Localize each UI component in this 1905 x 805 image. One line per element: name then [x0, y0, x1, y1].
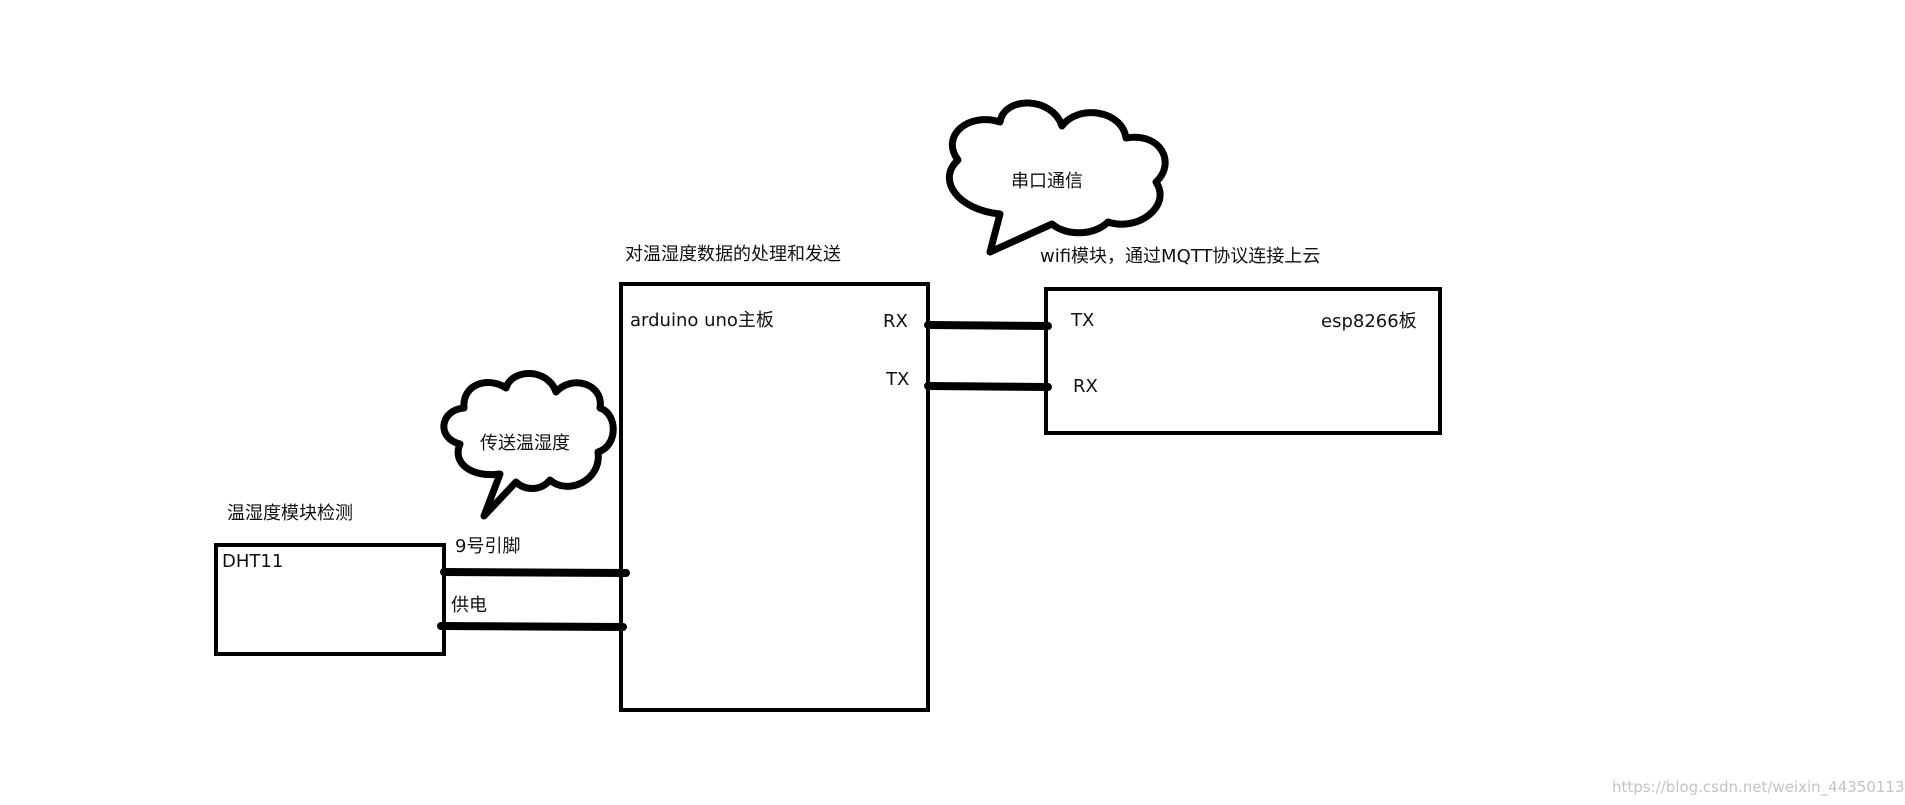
arduino-tx-label: TX: [886, 369, 910, 390]
dht11-name: DHT11: [222, 551, 284, 572]
arduino-rx-label: RX: [883, 311, 908, 332]
wire-power: [437, 622, 627, 631]
dht11-box: [214, 543, 446, 656]
dht11-caption: 温湿度模块检测: [227, 503, 353, 524]
bubble-serial-text: 串口通信: [1011, 171, 1083, 192]
watermark-text: https://blog.csdn.net/weixin_44350113: [1612, 778, 1905, 796]
bubble-transfer: [440, 370, 617, 520]
wire-rx-tx: [924, 321, 1052, 330]
wire-tx-rx: [924, 382, 1052, 391]
bubble-serial: [945, 99, 1169, 256]
power-label: 供电: [451, 595, 487, 616]
esp8266-caption: wifi模块，通过MQTT协议连接上云: [1040, 246, 1321, 267]
esp8266-tx-label: TX: [1071, 310, 1095, 331]
arduino-box: [619, 282, 930, 712]
arduino-name: arduino uno主板: [630, 310, 774, 331]
esp8266-box: [1044, 287, 1442, 435]
bubble-transfer-text: 传送温湿度: [480, 433, 570, 454]
esp8266-name: esp8266板: [1321, 311, 1417, 332]
pin9-label: 9号引脚: [455, 536, 521, 557]
arduino-caption: 对温湿度数据的处理和发送: [625, 244, 841, 265]
esp8266-rx-label: RX: [1073, 376, 1098, 397]
wire-data-pin9: [440, 568, 630, 577]
